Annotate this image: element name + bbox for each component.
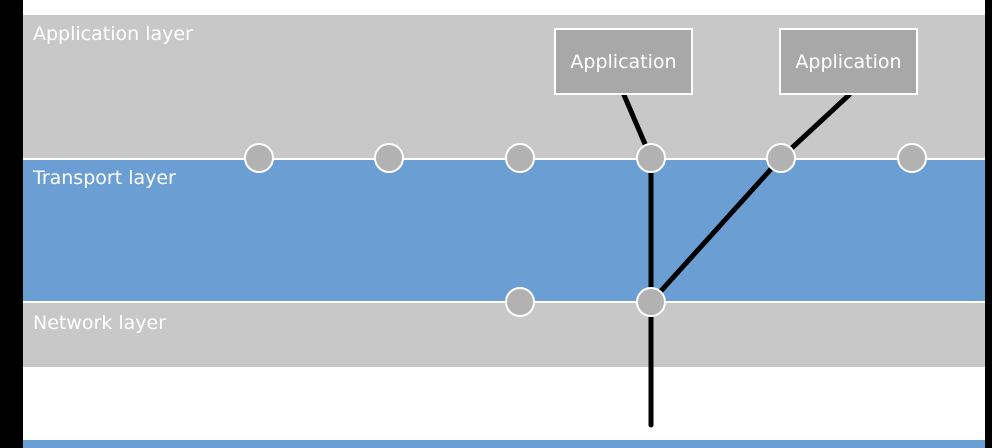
application-box: Application <box>554 28 693 95</box>
connection-diagram <box>244 92 927 428</box>
transport-network-divider <box>23 301 985 303</box>
application-layer-label: Application layer <box>33 23 193 45</box>
transport-node <box>505 143 535 173</box>
network-node <box>505 287 535 317</box>
app2-to-transport-connector <box>778 92 852 161</box>
slide: Application layer Transport layer Networ… <box>23 0 985 448</box>
transport-node <box>766 143 796 173</box>
transport-node <box>897 143 927 173</box>
transport-node <box>374 143 404 173</box>
transport-node <box>636 143 666 173</box>
application-transport-divider <box>23 158 985 160</box>
transport-layer-band <box>23 159 985 302</box>
network-node <box>636 287 666 317</box>
transport-node <box>244 143 274 173</box>
network-layer-band <box>23 302 985 367</box>
bottom-accent-strip <box>23 440 985 448</box>
application-box: Application <box>779 28 918 95</box>
network-layer-label: Network layer <box>33 312 167 334</box>
transport-layer-label: Transport layer <box>33 167 176 189</box>
transport-to-network-diagonal-connector <box>648 155 784 305</box>
